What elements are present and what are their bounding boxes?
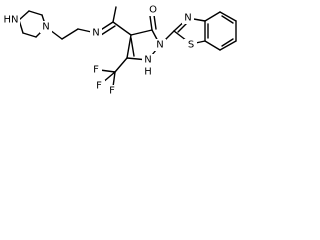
bonds bbox=[18, 6, 237, 88]
bond bbox=[28, 10, 43, 16]
atom-label-thiazole-n: N bbox=[184, 13, 191, 24]
bond bbox=[219, 11, 237, 22]
bond bbox=[221, 15, 234, 24]
atom-label-pyrazole-n2: N bbox=[156, 40, 163, 51]
bond bbox=[22, 32, 37, 38]
bond bbox=[130, 29, 153, 36]
bond bbox=[99, 69, 116, 73]
bond bbox=[61, 28, 79, 40]
bond bbox=[112, 21, 132, 36]
bond bbox=[130, 37, 135, 57]
atom-label-fluorine-2: F bbox=[96, 81, 102, 92]
bond bbox=[221, 38, 234, 47]
atom-label-thiazole-s: S bbox=[188, 40, 194, 51]
bond bbox=[18, 10, 30, 21]
atom-label-fluorine-1: F bbox=[93, 65, 99, 76]
bond bbox=[112, 6, 117, 23]
atom-label-piperazine-nh: HN bbox=[4, 15, 19, 26]
atom-label-fluorine-3: F bbox=[109, 86, 115, 97]
atom-label-carbonyl-o: O bbox=[149, 5, 157, 16]
bond bbox=[149, 15, 153, 31]
bond bbox=[114, 57, 128, 73]
bond bbox=[204, 40, 221, 51]
bond bbox=[126, 34, 132, 59]
chemical-structure: HN N N O N N H S N F F F bbox=[3, 4, 237, 97]
atom-label-pyrazole-h: H bbox=[144, 67, 152, 78]
atom-label-imine-n: N bbox=[92, 28, 99, 39]
bond bbox=[112, 71, 116, 88]
bond bbox=[204, 11, 221, 22]
bond bbox=[219, 40, 237, 51]
atom-label-pyrazole-nh: N bbox=[144, 55, 151, 66]
bond bbox=[153, 14, 157, 30]
atom-label-piperazine-n: N bbox=[42, 22, 49, 33]
atom-labels: HN N N O N N H S N F F F bbox=[3, 4, 197, 97]
